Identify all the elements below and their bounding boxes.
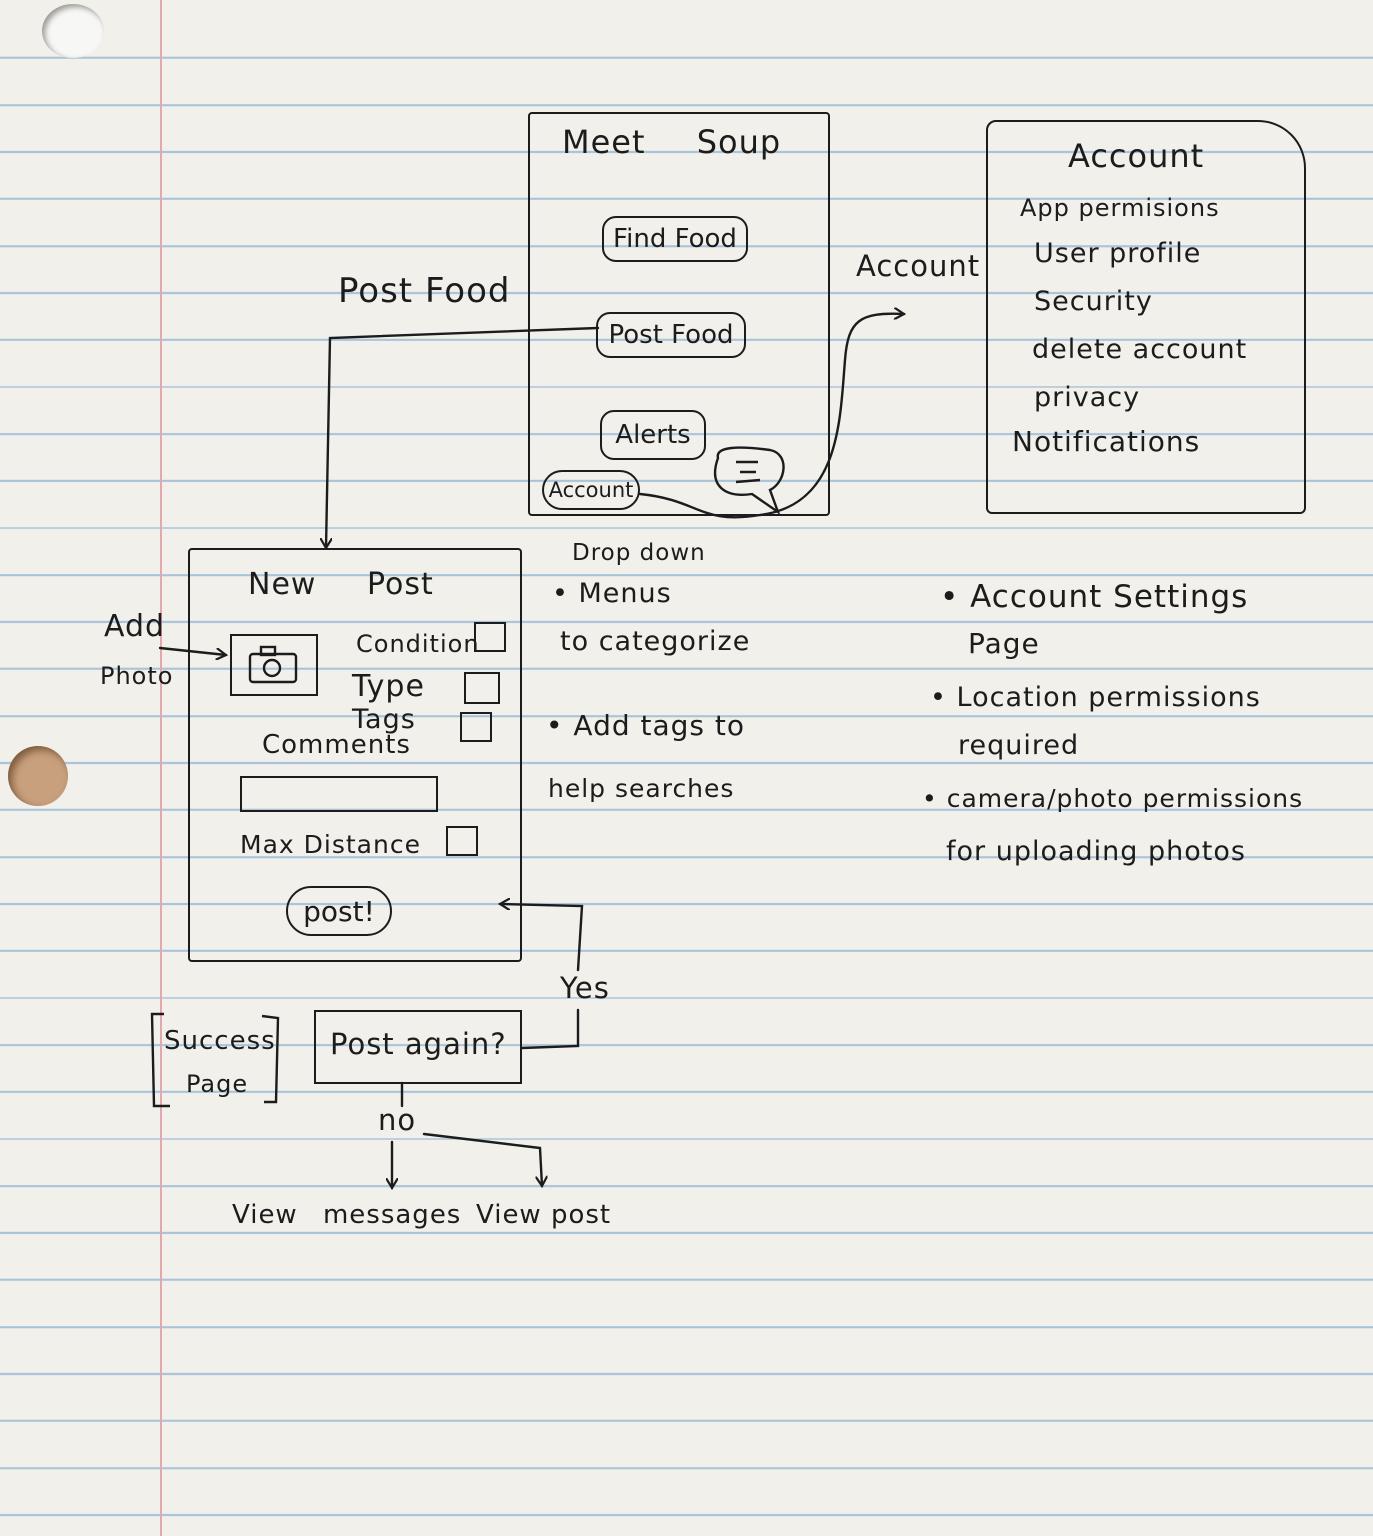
- margin-line: [160, 0, 162, 1536]
- arrow-yes-back-to-new-post: [500, 904, 584, 1050]
- post-again-box: [314, 1010, 522, 1084]
- add-label: Add: [104, 609, 166, 644]
- yes-label: Yes: [560, 971, 610, 1005]
- new-post-screen-frame: [188, 548, 522, 962]
- no-label: no: [378, 1103, 417, 1137]
- condition-label: Condition: [356, 630, 480, 658]
- note-to-categorize: to categorize: [560, 626, 751, 657]
- account-screen-frame: [986, 120, 1306, 514]
- alerts-button[interactable]: Alerts: [600, 410, 706, 460]
- max-distance-checkbox[interactable]: [446, 826, 478, 856]
- note-camera-permissions: • camera/photo permissions: [922, 784, 1304, 813]
- account-item-delete-account[interactable]: delete account: [1032, 334, 1248, 365]
- arrow-add-photo: [158, 646, 226, 655]
- account-item-user-profile[interactable]: User profile: [1034, 238, 1202, 269]
- note-menus: • Menus: [552, 578, 672, 609]
- photo-label: Photo: [100, 662, 174, 690]
- tags-checkbox[interactable]: [460, 712, 492, 742]
- post-food-flow-label: Post Food: [338, 271, 511, 311]
- binder-hole-top: [42, 4, 104, 58]
- view-messages-label: View messages: [232, 1200, 462, 1230]
- post-again-label: Post again?: [330, 1027, 507, 1061]
- max-distance-label: Max Distance: [240, 830, 421, 859]
- note-location-permissions: • Location permissions: [930, 682, 1261, 713]
- chat-bubble-icon: [713, 446, 785, 516]
- main-screen-title: Meet Soup: [562, 123, 782, 161]
- success-label: Success: [164, 1026, 276, 1056]
- camera-icon: [248, 645, 298, 684]
- type-label: Type: [352, 669, 425, 704]
- arrow-post-food-to-new-post: [326, 326, 600, 548]
- account-item-app-permissions[interactable]: App permisions: [1020, 194, 1220, 222]
- comments-label: Comments: [262, 730, 411, 760]
- find-food-button[interactable]: Find Food: [602, 216, 748, 262]
- note-account-settings: • Account Settings: [940, 579, 1249, 615]
- post-button[interactable]: post!: [286, 886, 392, 936]
- new-post-title: New Post: [248, 567, 434, 602]
- note-add-tags: • Add tags to: [546, 709, 746, 742]
- arrow-no-to-view-post: [422, 1132, 542, 1186]
- account-flow-label: Account: [856, 249, 981, 283]
- account-item-security[interactable]: Security: [1034, 286, 1153, 317]
- post-food-button[interactable]: Post Food: [596, 312, 746, 358]
- account-item-privacy[interactable]: privacy: [1034, 382, 1141, 413]
- account-button[interactable]: Account: [542, 470, 640, 510]
- page-label: Page: [186, 1070, 249, 1098]
- type-checkbox[interactable]: [464, 672, 500, 704]
- note-page: Page: [968, 627, 1040, 660]
- condition-checkbox[interactable]: [474, 622, 506, 652]
- account-item-notifications[interactable]: Notifications: [1012, 425, 1201, 458]
- arrow-account-to-account-screen: [638, 314, 904, 519]
- comments-input[interactable]: [240, 776, 438, 812]
- main-screen-frame: [528, 112, 830, 516]
- view-post-label: View post: [476, 1200, 612, 1230]
- binder-hole-middle: [8, 746, 68, 806]
- add-photo-box[interactable]: [230, 634, 318, 696]
- note-uploading-photos: for uploading photos: [946, 836, 1246, 867]
- note-help-searches: help searches: [548, 774, 735, 803]
- tags-label: Tags: [352, 704, 416, 735]
- account-screen-title: Account: [1068, 137, 1205, 175]
- success-page-brackets: [150, 1012, 280, 1108]
- note-drop-down: Drop down: [572, 540, 706, 566]
- note-required: required: [958, 730, 1080, 761]
